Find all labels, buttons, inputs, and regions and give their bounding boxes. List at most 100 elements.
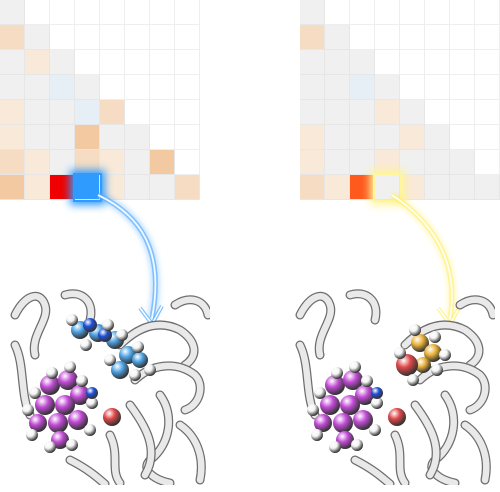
atom-sphere xyxy=(132,352,148,368)
atom-sphere xyxy=(58,370,78,390)
atom-sphere xyxy=(353,410,373,430)
matrix-cell xyxy=(400,75,425,100)
atom-sphere xyxy=(66,439,78,451)
matrix-cell xyxy=(150,0,175,25)
matrix-cell xyxy=(400,125,425,150)
matrix-cell xyxy=(50,125,75,150)
protein-ribbon-face xyxy=(171,296,210,319)
matrix-cell xyxy=(100,150,125,175)
matrix-cell xyxy=(400,150,425,175)
protein-structure-right xyxy=(295,289,495,485)
atom-sphere xyxy=(103,408,121,426)
matrix-cell xyxy=(175,0,200,25)
matrix-cell xyxy=(400,100,425,125)
matrix-cell xyxy=(375,0,400,25)
matrix-cell xyxy=(350,75,375,100)
matrix-cell xyxy=(175,150,200,175)
atom-sphere xyxy=(320,395,340,415)
atom-sphere xyxy=(40,375,60,395)
matrix-cell xyxy=(350,0,375,25)
atom-sphere xyxy=(26,429,38,441)
atom-sphere xyxy=(55,395,75,415)
matrix-cell xyxy=(375,25,400,50)
atom-sphere xyxy=(394,347,406,359)
atom-sphere xyxy=(333,413,353,433)
atom-sphere xyxy=(349,361,361,373)
matrix-cell xyxy=(0,75,25,100)
matrix-cell xyxy=(325,0,350,25)
matrix-cell xyxy=(325,175,350,200)
atom-sphere xyxy=(76,375,88,387)
atom-sphere xyxy=(51,431,69,449)
matrix-cell xyxy=(125,50,150,75)
matrix-cell xyxy=(300,75,325,100)
matrix-cell xyxy=(125,100,150,125)
atom-sphere xyxy=(66,314,78,326)
matrix-cell xyxy=(75,100,100,125)
atom-sphere xyxy=(129,369,141,381)
matrix-cell xyxy=(25,125,50,150)
atom-sphere xyxy=(46,367,58,379)
atom-sphere xyxy=(431,364,443,376)
protein-ribbon-face xyxy=(346,290,380,324)
atom-sphere xyxy=(314,414,332,432)
matrix-cell xyxy=(425,150,450,175)
atom-sphere xyxy=(371,387,383,399)
matrix-cell xyxy=(100,0,125,25)
atom-sphere xyxy=(424,344,442,362)
matrix-cell xyxy=(450,175,475,200)
matrix-cell xyxy=(475,25,500,50)
matrix-cell xyxy=(125,125,150,150)
atom-sphere xyxy=(429,331,441,343)
atom-sphere xyxy=(396,354,418,376)
arrow-core xyxy=(97,194,157,319)
matrix-cell xyxy=(425,50,450,75)
matrix-cell xyxy=(350,25,375,50)
matrix-cell xyxy=(150,100,175,125)
matrix-cell xyxy=(450,0,475,25)
matrix-cell xyxy=(25,175,50,200)
atom-sphere xyxy=(48,413,68,433)
matrix-cell xyxy=(25,75,50,100)
matrix-cell xyxy=(475,150,500,175)
matrix-cell xyxy=(450,75,475,100)
matrix-cell xyxy=(50,50,75,75)
atom-sphere xyxy=(307,404,319,416)
matrix-cell xyxy=(0,175,25,200)
matrix-cell xyxy=(325,25,350,50)
matrix-cell xyxy=(175,50,200,75)
matrix-cell xyxy=(300,50,325,75)
matrix-cell xyxy=(150,175,175,200)
matrix-cell xyxy=(0,50,25,75)
protein-ribbon-face xyxy=(401,321,483,369)
matrix-cell xyxy=(400,25,425,50)
atom-sphere xyxy=(44,441,56,453)
matrix-cell xyxy=(125,25,150,50)
protein-ribbon-face xyxy=(66,456,109,485)
matrix-cell xyxy=(325,50,350,75)
matrix-cell xyxy=(175,175,200,200)
matrix-cell xyxy=(475,0,500,25)
matrix-cell xyxy=(425,0,450,25)
matrix-cell xyxy=(425,100,450,125)
atom-sphere xyxy=(84,424,96,436)
atom-sphere xyxy=(371,397,383,409)
matrix-cell xyxy=(100,25,125,50)
atom-sphere xyxy=(331,367,343,379)
matrix-cell xyxy=(375,100,400,125)
matrix-cell xyxy=(50,0,75,25)
matrix-cell xyxy=(0,125,25,150)
matrix-cell xyxy=(50,25,75,50)
matrix-cell xyxy=(125,150,150,175)
atom-sphere xyxy=(29,414,47,432)
atom-sphere xyxy=(336,431,354,449)
matrix-cell xyxy=(350,125,375,150)
matrix-cell xyxy=(325,100,350,125)
matrix-cell xyxy=(0,150,25,175)
matrix-cell xyxy=(75,0,100,25)
matrix-cell xyxy=(175,100,200,125)
atom-sphere xyxy=(407,374,419,386)
matrix-cell xyxy=(50,75,75,100)
matrix-cell xyxy=(300,125,325,150)
